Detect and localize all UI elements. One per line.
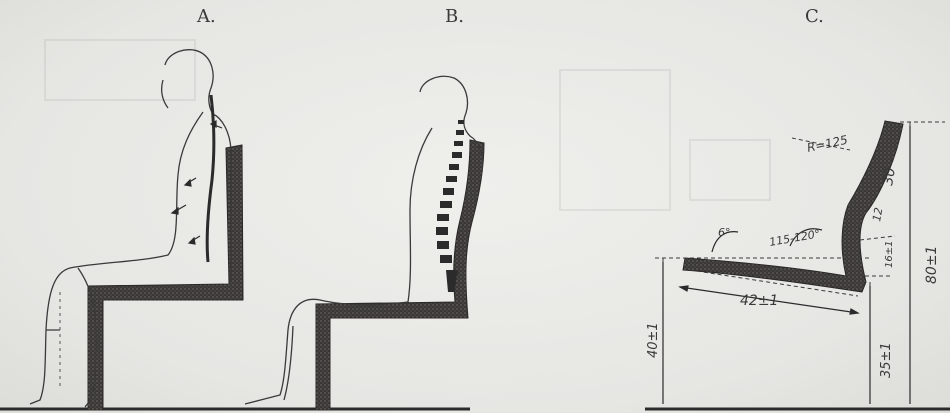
- figure-a: [30, 50, 231, 407]
- dim-lower-back: 16±1: [884, 241, 895, 268]
- dim-angle-back: 115-120°: [768, 227, 821, 249]
- dim-seat-height-left: 40±1: [646, 322, 661, 358]
- dim-angle-small: 6°: [718, 226, 731, 239]
- dim-back-curve: 12: [870, 206, 885, 222]
- background-ghost: [45, 40, 770, 210]
- spine-a: [207, 95, 214, 262]
- dim-seat-depth: 42±1: [740, 293, 778, 309]
- chair-c: [683, 121, 903, 292]
- dim-overall-height: 80±1: [924, 246, 940, 284]
- chair-b: [316, 140, 484, 410]
- dim-seat-height-right: 35±1: [879, 342, 894, 378]
- panel-b: [235, 76, 484, 410]
- dim-backrest: 30: [880, 166, 899, 186]
- chair-a: [88, 145, 243, 410]
- figure-b: [245, 76, 483, 404]
- panel-a: [0, 50, 290, 410]
- dim-radius: R=125: [806, 133, 849, 155]
